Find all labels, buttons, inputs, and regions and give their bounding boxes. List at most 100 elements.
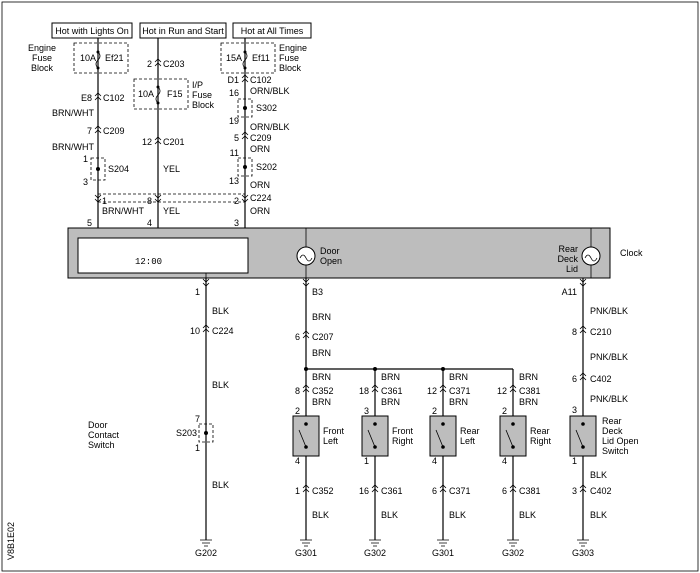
splice-s302-box	[237, 98, 253, 118]
wire-color: BLK	[590, 470, 607, 480]
fuse-dot	[156, 85, 160, 89]
wire-color: PNK/BLK	[590, 394, 628, 404]
switch-pin: 2	[295, 406, 300, 416]
connector-name: C224	[250, 193, 272, 203]
connector-name: C209	[103, 126, 125, 136]
connector-name: C352	[312, 386, 334, 396]
splice-s302	[243, 106, 247, 110]
switch-contact	[304, 422, 308, 426]
connector-name: C361	[381, 486, 403, 496]
rear-deck-label-1: Rear	[558, 244, 578, 254]
clock-pin: 3	[234, 218, 239, 228]
door-switch-column	[292, 372, 320, 547]
door-switch	[429, 415, 457, 457]
door-switch-column	[429, 369, 457, 547]
wire-color: ORN	[250, 206, 270, 216]
switch-pin: 2	[432, 406, 437, 416]
ground-icon	[199, 539, 213, 547]
wire-color: BLK	[212, 306, 229, 316]
fuse-block-label-1: I/P	[192, 80, 203, 90]
switch-pin: 3	[572, 405, 577, 415]
fuse-rating: 10A	[80, 53, 96, 63]
clock-pin: 5	[87, 218, 92, 228]
fuse-block-label-1: Engine	[28, 43, 56, 53]
door-switch	[499, 415, 527, 457]
switch-name-1: Rear	[530, 426, 550, 436]
ground-icon	[436, 539, 450, 547]
ground-label: G302	[364, 548, 386, 558]
splice-s202-box	[237, 157, 253, 177]
rear-deck-label-2: Deck	[557, 254, 578, 264]
connector-name: C381	[519, 386, 541, 396]
switch-pin: 3	[364, 406, 369, 416]
switch-name-2: Left	[323, 436, 339, 446]
wire-color: BLK	[312, 510, 329, 520]
connector-pin: 6	[502, 486, 507, 496]
door-open-lamp-icon	[296, 246, 316, 266]
wire-color: ORN/BLK	[250, 122, 290, 132]
wire-color: BRN/WHT	[52, 108, 94, 118]
switch-blade	[367, 429, 376, 448]
switch-blade	[298, 429, 307, 448]
fuse-dot	[243, 66, 247, 70]
connector-pin: 2	[147, 59, 152, 69]
connector-name: C224	[212, 326, 234, 336]
lamp-filament	[299, 254, 313, 262]
connector-name: C381	[519, 486, 541, 496]
fuse-name: F15	[167, 89, 183, 99]
wire-color: BRN	[312, 348, 331, 358]
fuse-name: Ef11	[252, 53, 270, 63]
splice-pin: 13	[229, 176, 239, 186]
fuse-block-label-3: Block	[31, 63, 54, 73]
door-switch	[361, 415, 389, 457]
wire-color: BRN	[312, 312, 331, 322]
fuse-block-label-2: Fuse	[279, 53, 299, 63]
wire-color: BLK	[212, 480, 229, 490]
rear-switch-label-2: Deck	[602, 426, 623, 436]
clock-display-text: 12:00	[135, 257, 162, 267]
connector-pin: 16	[229, 88, 239, 98]
source-box-all-times	[232, 22, 312, 39]
source-box-run-start	[139, 22, 227, 39]
connector-pin: 6	[295, 332, 300, 342]
switch-name-2: Left	[460, 436, 476, 446]
door-switch-column	[499, 369, 527, 547]
switch-name-1: Front	[392, 426, 414, 436]
connector-pin: 12	[497, 386, 507, 396]
splice-pin: 7	[195, 414, 200, 424]
splice-name: S202	[256, 162, 277, 172]
figure-id: V8B1E02	[6, 522, 16, 560]
connector-pin: 16	[359, 486, 369, 496]
connector-pin: 7	[87, 126, 92, 136]
fuse-block-ip	[133, 78, 189, 110]
connector-pin: 12	[142, 137, 152, 147]
connector-pin: 1	[102, 196, 107, 206]
wire-color: BRN	[312, 372, 331, 382]
connector-pin: 6	[432, 486, 437, 496]
clock-pin: B3	[312, 287, 323, 297]
connector-pin: 1	[295, 486, 300, 496]
wire-color: BRN/WHT	[102, 206, 144, 216]
rear-switch-label-1: Rear	[602, 416, 622, 426]
lamp-filament	[584, 254, 598, 262]
connector-pin: 8	[295, 386, 300, 396]
switch-pin: 4	[432, 456, 437, 466]
connector-name: C201	[163, 137, 185, 147]
fuse-block-label-1: Engine	[279, 43, 307, 53]
wire-color: ORN	[250, 180, 270, 190]
fuse-block-engine-left	[73, 42, 129, 74]
connector-pin: D1	[227, 75, 239, 85]
ground-icon	[299, 539, 313, 547]
clock-pin: 1	[195, 287, 200, 297]
switch-name-2: Right	[392, 436, 414, 446]
wire-color: PNK/BLK	[590, 352, 628, 362]
splice-pin: 1	[195, 443, 200, 453]
connector-name: C352	[312, 486, 334, 496]
switch-pin: 4	[502, 456, 507, 466]
wire-color: ORN/BLK	[250, 86, 290, 96]
wire-color: BLK	[449, 510, 466, 520]
switch-pin: 1	[572, 456, 577, 466]
fuse-dot	[96, 66, 100, 70]
